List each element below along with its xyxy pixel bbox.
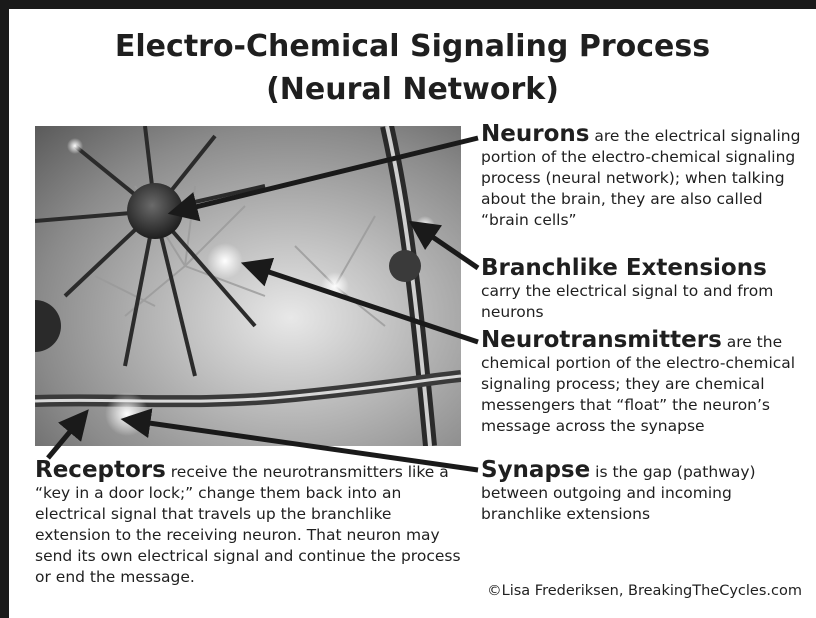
copyright-notice: ©Lisa Frederiksen, BreakingTheCycles.com: [487, 583, 802, 599]
neurons-term: Neurons: [481, 121, 589, 147]
diagram-title: Electro-Chemical Signaling Process: [9, 28, 816, 66]
receptors-term: Receptors: [35, 457, 166, 483]
branchlike-extensions-description: carry the electrical signal to and from …: [481, 282, 773, 321]
neurotransmitters-callout: Neurotransmitters are the chemical porti…: [481, 330, 811, 437]
branchlike-extensions-term: Branchlike Extensions: [481, 255, 767, 281]
branchlike-extensions-callout: Branchlike Extensions carry the electric…: [481, 258, 811, 323]
neurons-callout: Neurons are the electrical signaling por…: [481, 124, 811, 231]
diagram-subtitle: (Neural Network): [9, 71, 816, 109]
synapse-term: Synapse: [481, 457, 590, 483]
neuron-illustration: [35, 126, 461, 446]
neurotransmitters-term: Neurotransmitters: [481, 327, 722, 353]
receptors-callout: Receptors receive the neurotransmitters …: [35, 460, 465, 588]
synapse-callout: Synapse is the gap (pathway) between out…: [481, 460, 811, 525]
